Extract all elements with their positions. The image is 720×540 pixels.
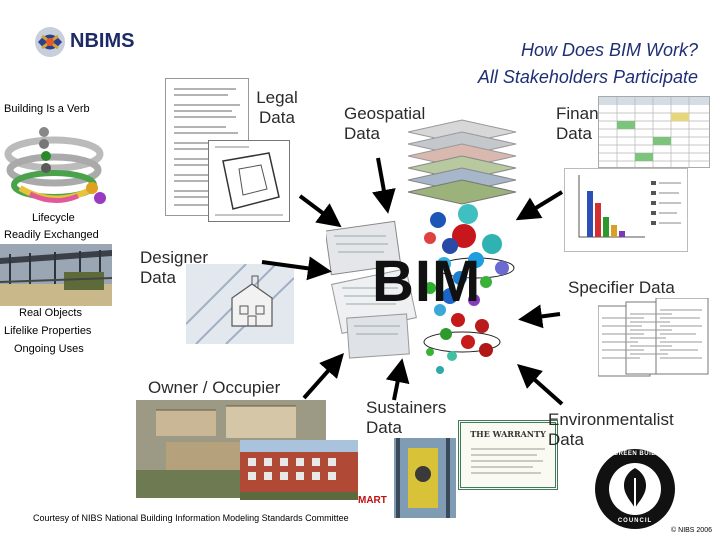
copyright: © NIBS 2006 [671, 527, 712, 534]
sustainers-line1: Sustainers [366, 398, 447, 417]
arrow-sustainers [385, 358, 410, 401]
warranty-certificate: THE WARRANTY [458, 420, 558, 490]
bim-label: BIM [372, 249, 482, 314]
specifier-documents-image [598, 298, 712, 382]
spiral-graphic [4, 127, 106, 204]
designer-line1: Designer [140, 248, 209, 267]
environmentalist-line2: Data [548, 430, 584, 449]
usgbc-logo: U.S. GREEN BUILDING COUNCIL [594, 448, 676, 530]
usgbc-logo-icon [595, 449, 675, 529]
specifier-documents-graphic [598, 298, 709, 377]
geospatial-line1: Geospatial [344, 104, 426, 123]
financial-line2: Data [556, 124, 592, 143]
smart-badge: MART [358, 495, 387, 506]
designer-line2: Data [140, 268, 176, 287]
caption-lifelike-properties: Lifelike Properties [4, 325, 92, 337]
owner-building-graphic [240, 440, 358, 500]
sustainers-equipment-graphic [394, 438, 456, 518]
owner-occupier-label: Owner / Occupier [148, 378, 281, 397]
caption-lifecycle: Lifecycle [32, 212, 75, 224]
site-plan-image [208, 140, 290, 222]
owner-building-photo [240, 440, 358, 500]
legal-line2: Data [259, 108, 295, 127]
sustainers-line2: Data [366, 418, 402, 437]
atrium-photo [0, 244, 112, 306]
designer-blueprint-image [186, 264, 294, 344]
financial-chart-image [564, 168, 688, 252]
sustainers-data-label: Sustainers Data [366, 398, 446, 438]
arrow-environmentalist [517, 364, 564, 406]
arrow-specifier [518, 304, 561, 329]
arrow-geospatial [372, 157, 396, 214]
courtesy-credit: Courtesy of NIBS National Building Infor… [33, 513, 349, 523]
geospatial-line2: Data [344, 124, 380, 143]
arrow-financial [515, 190, 564, 221]
legal-data-label: Legal Data [254, 88, 300, 128]
caption-readily-exchanged: Readily Exchanged [4, 229, 99, 241]
caption-building-verb: Building Is a Verb [4, 103, 90, 115]
spreadsheet-graphic [599, 97, 709, 167]
site-plan-graphic [215, 146, 283, 216]
nbims-logo-icon [35, 27, 65, 57]
geospatial-layers-graphic [407, 119, 517, 205]
designer-blueprint-graphic [186, 264, 294, 344]
logo-text: NBIMS [70, 30, 135, 52]
specifier-data-label: Specifier Data [568, 278, 675, 297]
designer-data-label: Designer Data [140, 248, 208, 288]
geospatial-data-label: Geospatial Data [344, 104, 425, 144]
sustainers-equipment-photo [394, 438, 456, 518]
atrium-graphic [0, 244, 112, 306]
legal-document-graphic [174, 88, 240, 206]
geospatial-layers-image [398, 118, 522, 210]
warranty-lines-graphic [471, 448, 545, 474]
usgbc-bottom-text: COUNCIL [617, 518, 653, 524]
legal-line1: Legal [256, 88, 298, 107]
usgbc-top-text: U.S. GREEN BUILDING [597, 451, 673, 457]
bim-model-cluster [326, 196, 522, 386]
financial-chart-graphic [578, 175, 681, 238]
caption-real-objects: Real Objects [19, 307, 82, 319]
financial-spreadsheet-image [598, 96, 710, 168]
bim-cluster-graphic [326, 204, 515, 374]
arrow-designer [261, 256, 332, 281]
warranty-title: THE WARRANTY [470, 429, 546, 439]
caption-ongoing-uses: Ongoing Uses [14, 343, 84, 355]
page-title: How Does BIM Work? [520, 40, 698, 60]
page-subtitle: All Stakeholders Participate [477, 67, 698, 87]
arrow-legal [298, 194, 342, 228]
environmentalist-line1: Environmentalist [548, 410, 674, 429]
environmentalist-data-label: Environmentalist Data [548, 410, 674, 450]
building-spiral-image [0, 118, 108, 210]
arrow-owner [302, 353, 344, 400]
nbims-logo: NBIMS [30, 22, 140, 62]
